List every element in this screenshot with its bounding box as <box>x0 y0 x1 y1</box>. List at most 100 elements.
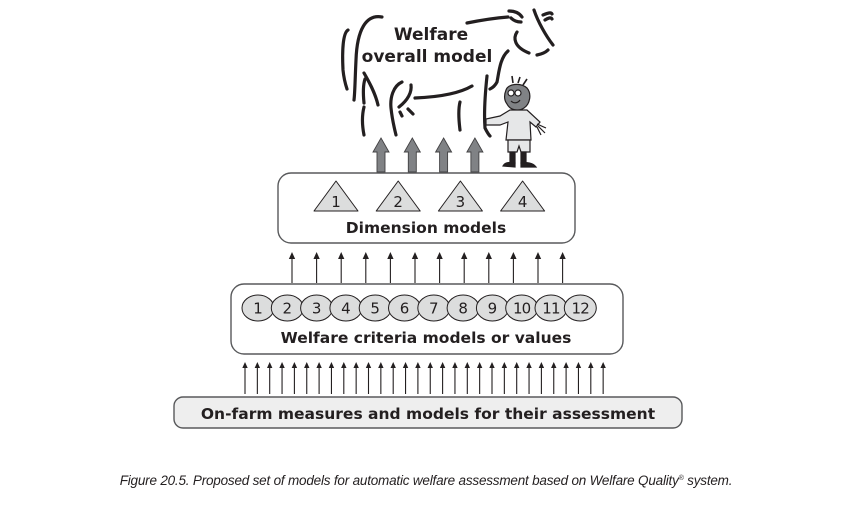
thin-arrow <box>390 362 396 394</box>
farmer-illustration <box>485 75 547 168</box>
thin-arrow <box>476 362 483 394</box>
overall-model-title-line1: Welfare <box>394 25 468 45</box>
thin-arrow <box>341 362 347 394</box>
big-arrow <box>466 137 484 173</box>
thin-arrow <box>575 362 582 394</box>
criteria-model-4: 4 <box>329 294 363 322</box>
thin-arrow <box>254 362 261 394</box>
criteria-model-2: 2 <box>270 294 304 322</box>
criteria-model-10: 10 <box>505 294 539 322</box>
dimension-model-2: 2 <box>375 180 421 212</box>
thin-arrow <box>464 362 470 394</box>
measures-to-criteria-arrows <box>242 362 606 394</box>
thin-arrow <box>387 252 394 283</box>
thin-arrow <box>288 252 296 283</box>
dimension-number: 4 <box>518 193 528 211</box>
thin-arrow <box>526 362 532 394</box>
criteria-model-8: 8 <box>446 294 480 322</box>
thin-arrow <box>402 362 409 394</box>
thin-arrow <box>316 362 322 394</box>
triangle-shape <box>437 180 483 212</box>
criteria-model-3: 3 <box>300 294 334 322</box>
criteria-model-11: 11 <box>534 294 568 322</box>
thin-arrow <box>600 362 606 394</box>
thin-arrow <box>313 252 320 283</box>
criteria-number: 11 <box>542 300 560 318</box>
big-arrow <box>434 137 453 173</box>
dimension-models-label: Dimension models <box>346 219 506 237</box>
triangle-shape <box>313 180 359 212</box>
criteria-model-6: 6 <box>388 294 421 322</box>
dimension-to-overall-arrows <box>372 137 484 173</box>
dimension-models-box <box>277 172 576 244</box>
thin-arrow <box>489 362 495 394</box>
thin-arrow <box>461 252 468 283</box>
overall-model-title-line2: overall model <box>362 47 493 67</box>
thin-arrow <box>563 362 569 394</box>
figure-caption-suffix: system. <box>683 473 733 488</box>
thin-arrow <box>514 362 520 394</box>
thin-arrow <box>378 362 384 394</box>
thin-arrow <box>279 362 285 394</box>
criteria-number: 3 <box>312 300 322 318</box>
thin-arrow <box>452 362 458 394</box>
criteria-number: 1 <box>253 300 263 318</box>
criteria-to-dimension-arrows <box>288 252 566 283</box>
criteria-number: 10 <box>513 300 531 318</box>
criteria-number: 4 <box>341 300 351 318</box>
thin-arrow <box>353 362 359 394</box>
thin-arrow <box>559 252 566 283</box>
dimension-model-3: 3 <box>437 180 483 212</box>
criteria-number: 8 <box>458 300 468 318</box>
criteria-number: 5 <box>370 300 380 318</box>
thin-arrow <box>510 252 517 283</box>
thin-arrow <box>242 362 248 394</box>
thin-arrow <box>551 362 557 394</box>
triangle-shape <box>375 180 421 212</box>
thin-arrow <box>291 362 298 394</box>
criteria-number: 2 <box>283 300 293 318</box>
cow-illustration <box>341 8 555 138</box>
criteria-model-1: 1 <box>241 294 275 322</box>
thin-arrow <box>411 252 419 283</box>
criteria-number: 6 <box>400 300 410 318</box>
thin-arrow <box>588 362 594 394</box>
criteria-model-12: 12 <box>563 294 597 322</box>
thin-arrow <box>415 362 421 394</box>
thin-arrow <box>362 252 369 283</box>
figure-caption: Figure 20.5. Proposed set of models for … <box>0 473 852 488</box>
dimension-number: 1 <box>331 193 341 211</box>
thin-arrow <box>267 362 273 394</box>
thin-arrow <box>501 362 508 394</box>
measures-label: On-farm measures and models for their as… <box>201 405 656 423</box>
thin-arrow <box>534 252 542 283</box>
figure-caption-text: Figure 20.5. Proposed set of models for … <box>119 473 679 488</box>
registered-mark: ® <box>678 475 684 482</box>
criteria-model-7: 7 <box>417 294 451 322</box>
thin-arrow <box>338 252 345 283</box>
triangle-shape <box>500 180 546 212</box>
dimension-model-4: 4 <box>500 180 546 212</box>
dimension-number: 3 <box>456 193 466 211</box>
thin-arrow <box>439 362 446 394</box>
big-arrow <box>403 137 422 173</box>
criteria-number: 12 <box>572 300 590 318</box>
ellipse-shape <box>563 294 597 322</box>
thin-arrow <box>436 252 443 283</box>
measures-box <box>173 396 683 429</box>
criteria-model-9: 9 <box>475 294 509 322</box>
thin-arrow <box>538 362 545 394</box>
dimension-model-1: 1 <box>313 180 359 212</box>
big-arrow <box>372 137 390 173</box>
dimension-number: 2 <box>393 193 403 211</box>
thin-arrow <box>485 252 492 283</box>
dimension-models-list: 1 2 3 4 <box>313 180 546 212</box>
criteria-number: 7 <box>429 300 439 318</box>
thin-arrow <box>304 362 310 394</box>
thin-arrow <box>427 362 433 394</box>
thin-arrow <box>365 362 372 394</box>
criteria-number: 9 <box>488 300 498 318</box>
thin-arrow <box>328 362 335 394</box>
